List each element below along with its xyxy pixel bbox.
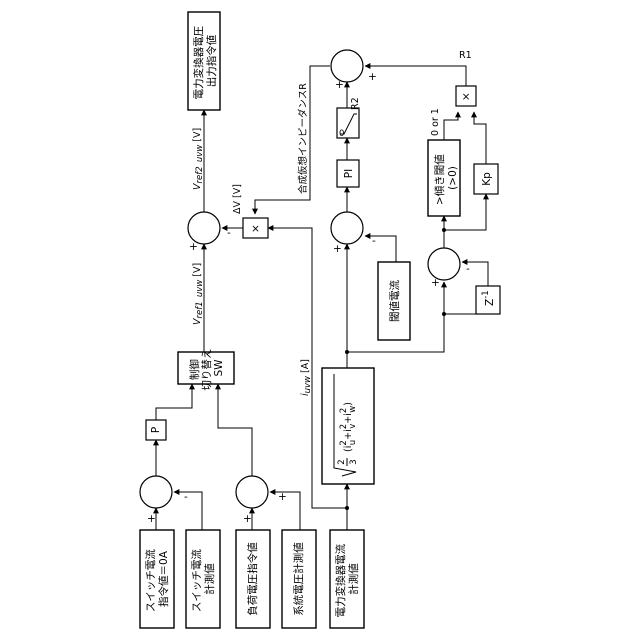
svg-text:R2: R2 [350, 97, 361, 110]
svg-text:×: × [462, 91, 471, 103]
sum-voltage [236, 476, 268, 508]
svg-text:3: 3 [349, 459, 359, 464]
control-switch-block: 制御 切り替え SW [178, 345, 234, 390]
svg-text:+: + [335, 79, 344, 91]
svg-text:+: + [243, 513, 252, 525]
delay-block: Z-1 [476, 286, 500, 314]
svg-text:iuvw[A]: iuvw[A] [300, 359, 313, 396]
svg-text:0: 0 [339, 129, 344, 139]
svg-text:ΔV [V]: ΔV [V] [232, 184, 243, 214]
svg-text:+: + [368, 71, 377, 83]
svg-text:-: - [466, 263, 470, 275]
svg-text:+: + [333, 243, 342, 255]
converter-current-meas-block: 電力変換器電流 計測値 [330, 530, 364, 628]
svg-text:+: + [278, 491, 287, 503]
multiply-r1-block: × [456, 86, 476, 106]
rms-formula-block: 2 3 (i2u+i2v+i2w) [322, 368, 374, 484]
switch-current-meas-block: スイッチ電流 計測値 [186, 530, 220, 628]
multiply-dv-block: × [243, 218, 268, 238]
svg-text:Kp: Kp [481, 172, 493, 186]
svg-text:+: + [189, 241, 198, 253]
p-gain-block: P [146, 420, 166, 440]
switch-current-cmd-block: スイッチ電流 指令値＝0A [140, 530, 174, 628]
sum-delay [428, 248, 460, 280]
sum-threshold [331, 212, 363, 244]
threshold-current-block: 閾値電流 [378, 262, 410, 340]
svg-text:-: - [227, 227, 231, 239]
svg-text:PI: PI [343, 169, 355, 178]
svg-text:+: + [431, 277, 440, 289]
slope-threshold-block: >傾き閾値 (>0) [428, 140, 460, 216]
svg-text:2: 2 [337, 459, 347, 464]
grid-voltage-meas-block: 系統電圧計測値 [282, 530, 316, 628]
svg-text:合成仮想インピーダンスR: 合成仮想インピーダンスR [297, 83, 309, 194]
output-voltage-cmd-block: 電力変換器電圧 出力指令値 [188, 12, 220, 110]
pi-block: PI [337, 160, 359, 187]
sum-switch-current [140, 476, 172, 508]
svg-text:系統電圧計測値: 系統電圧計測値 [292, 542, 305, 616]
limiter-r2-block: 0 [337, 108, 359, 139]
svg-text:P: P [150, 427, 162, 433]
load-voltage-cmd-block: 負荷電圧指令値 [236, 530, 270, 628]
svg-text:R1: R1 [459, 50, 472, 61]
svg-text:0 or 1: 0 or 1 [430, 108, 441, 136]
svg-text:-: - [184, 491, 188, 503]
svg-text:閾値電流: 閾値電流 [388, 280, 401, 322]
svg-text:負荷電圧指令値: 負荷電圧指令値 [246, 542, 259, 616]
svg-text:(i2u+i2v+i2w): (i2u+i2v+i2w) [339, 402, 358, 452]
svg-text:Vref1_uvw[V]: Vref1_uvw[V] [192, 263, 205, 325]
kp-block: Kp [474, 164, 498, 194]
svg-text:×: × [251, 223, 260, 235]
svg-text:-: - [372, 235, 376, 247]
sum-impedance [331, 50, 363, 82]
svg-text:+: + [147, 513, 156, 525]
svg-text:Vref2_uvw[V]: Vref2_uvw[V] [192, 128, 205, 190]
sum-main [188, 212, 220, 244]
